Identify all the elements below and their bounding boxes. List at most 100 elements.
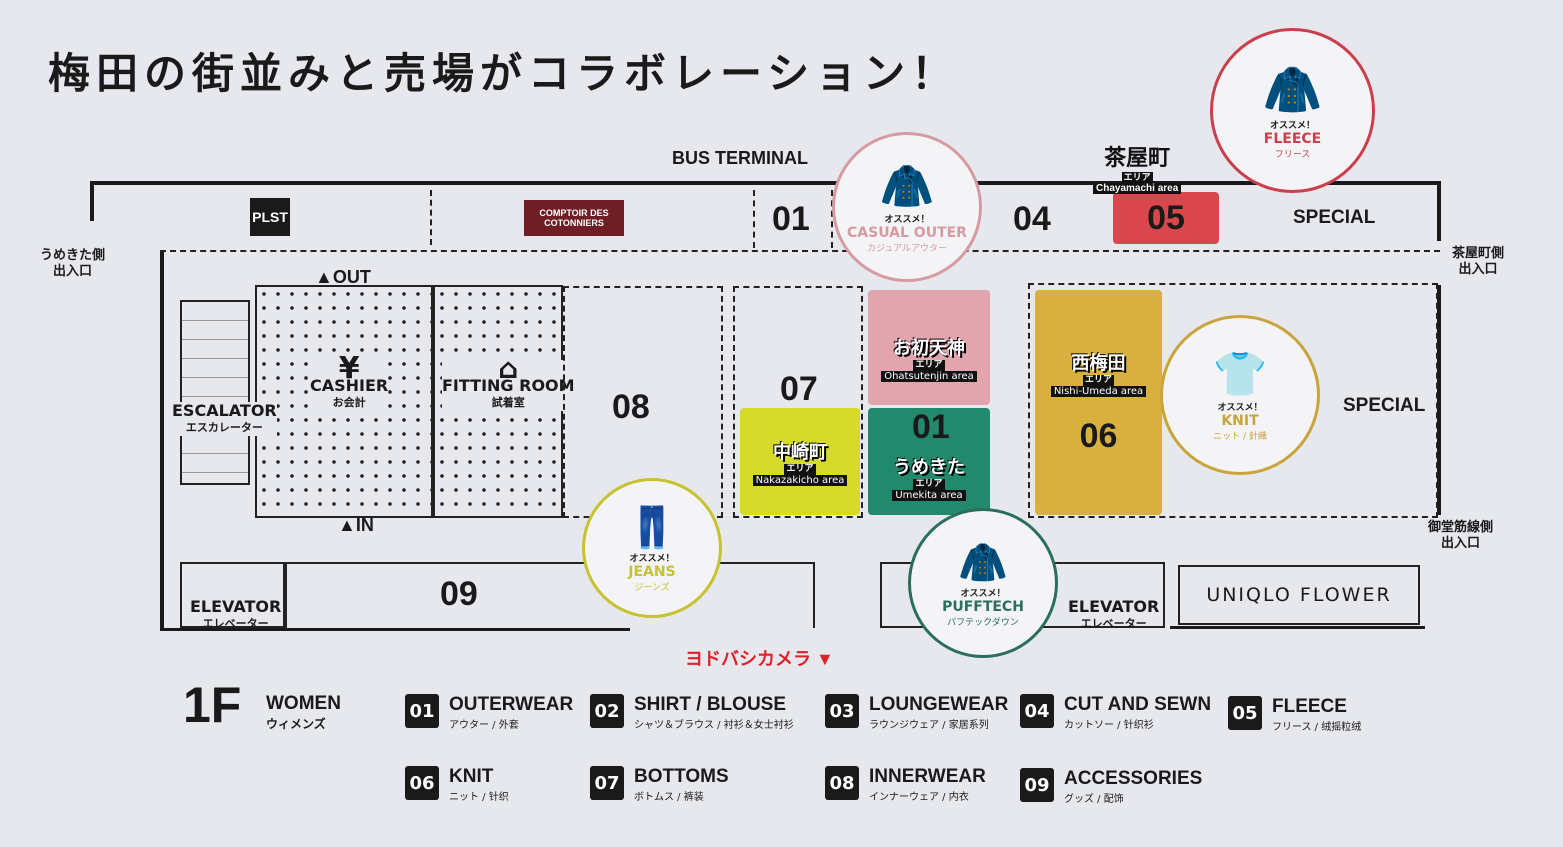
zone-07-outline [733,286,863,518]
legend-jp: シャツ＆ブラウス / 衬衫＆女士衬衫 [634,720,794,731]
legend-item-03: 03 LOUNGEWEAR ラウンジウェア / 家居系列 [825,694,1008,731]
legend-en: LOUNGEWEAR [869,694,1009,715]
elevator-jp: エレベーター [202,617,269,630]
south-wall [160,628,630,631]
nishiumeda-jp: 西梅田 [1071,353,1126,374]
special-label: SPECIAL [1343,395,1426,416]
pufftech-bubble: 🧥 オススメ！PUFFTECH パフテックダウン [908,508,1058,658]
umekita-jp: うめきた [893,456,965,478]
plst-store[interactable]: PLST [250,198,290,236]
cashier-jp: お会計 [332,396,366,409]
escalator-en: ESCALATOR [172,401,277,420]
zone-06-outline [1028,283,1438,518]
chayamachi-sub: エリア [1121,172,1153,183]
elevator-en: ELEVATOR [190,597,282,616]
page-title: 梅田の街並みと売場がコラボレーション！ [48,49,960,98]
legend-en: CUT AND SEWN [1064,694,1212,715]
rec-en: FLEECE [1263,131,1322,147]
puffer-jacket-icon: 🧥 [879,161,935,212]
legend-en: FLEECE [1272,696,1347,717]
nakazakicho-sub: エリア [784,463,816,475]
zone-05-label: 05 [1147,198,1185,237]
rec-jp: パフテックダウン [947,617,1019,628]
legend-en: OUTERWEAR [449,694,574,715]
legend-jp: アウター / 外套 [449,720,519,731]
escalator[interactable] [180,300,250,485]
legend-num: 04 [1020,694,1054,728]
legend-en: KNIT [449,766,494,787]
zone-01-label: 01 [912,408,950,446]
rec-label: オススメ！ [960,588,1006,599]
special-label-top: SPECIAL [1293,207,1376,228]
rec-en: CASUAL OUTER [847,225,967,241]
north-wall [90,181,1440,185]
zone-06-label: 06 [1079,417,1118,455]
fitting-jp: 試着室 [491,396,525,409]
zone-07-label: 07 [780,370,818,408]
jeans-icon: 👖 [627,504,677,551]
zone-09-label: 09 [440,575,478,613]
rec-jp: カジュアルアウター [866,244,948,254]
legend-num: 06 [405,766,439,800]
rec-label: オススメ！ [629,553,675,564]
zone-05[interactable]: 05 [1113,192,1219,244]
out-label: ▲OUT [315,267,371,287]
legend-jp: フリース / 绒摇粒绒 [1272,722,1362,733]
legend-jp: グッズ / 配饰 [1064,794,1124,805]
uniqlo-flower[interactable]: UNIQLO FLOWER [1178,565,1420,625]
east-wall [1437,181,1441,241]
elevator-west[interactable] [180,562,285,628]
ohatsutenjin-jp: お初天神 [893,337,965,359]
ohatsutenjin-en: Ohatsutenjin area [881,370,977,382]
fleece-jacket-icon: 🧥 [1262,62,1323,118]
sweater-icon: 👕 [1212,349,1268,400]
escalator-jp: エスカレーター [185,421,263,434]
rec-jp: フリース [1274,150,1311,160]
zone-09[interactable] [285,562,815,628]
in-label: ▲IN [338,515,374,535]
legend-en: INNERWEAR [869,766,986,787]
legend-en: BOTTOMS [634,766,729,787]
floor-label: 1F [183,677,242,733]
east-wall [1437,285,1441,515]
yodobashi-label: ヨドバシカメラ ▼ [685,649,834,669]
legend-num: 07 [590,766,624,800]
legend-jp: ラウンジウェア / 家居系列 [869,720,989,731]
zone-01-top-label: 01 [772,200,810,238]
rec-en: PUFFTECH [942,598,1024,615]
cashier-en: CASHIER [310,376,389,395]
bus-terminal-label: BUS TERMINAL [672,148,808,168]
zone-04-label: 04 [1013,200,1051,238]
umekita-entrance-label: うめきた側 出入口 [40,248,106,279]
rec-en: KNIT [1221,413,1259,429]
legend-num: 08 [825,766,859,800]
cashier-area[interactable] [255,285,433,518]
comptoir-store[interactable]: COMPTOIR DES COTONNIERS [524,200,624,236]
section-en: WOMEN [266,693,341,714]
chayamachi-entrance-label: 茶屋町側 出入口 [1452,246,1505,277]
ohatsutenjin-sub: エリア [913,359,945,371]
section-jp: ウィメンズ [266,717,326,731]
zone-08-label: 08 [612,388,650,426]
down-jacket-icon: 🧥 [958,539,1008,586]
legend-num: 05 [1228,696,1262,730]
umekita-en: Umekita area [892,489,966,501]
legend-num: 03 [825,694,859,728]
legend-en: SHIRT / BLOUSE [634,694,787,715]
